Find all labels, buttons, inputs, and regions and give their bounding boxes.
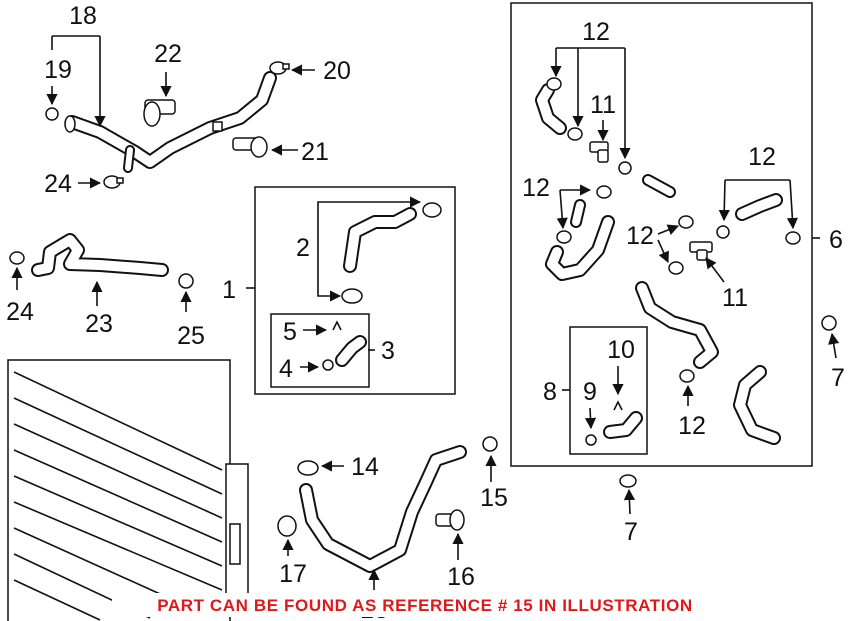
callout-7-bottom: 7 (624, 518, 638, 546)
caption-backdrop (112, 593, 738, 617)
callout-12-right: 12 (748, 143, 776, 171)
group-6-hoses (535, 83, 783, 445)
callout-20: 20 (323, 57, 351, 85)
callout-12-left: 12 (522, 174, 550, 202)
callout-14: 14 (351, 453, 379, 481)
sensor-21 (232, 136, 268, 158)
clamp-2-top (422, 202, 442, 218)
leader-lines (11, 35, 840, 590)
callout-24-left: 24 (6, 298, 34, 326)
reference-caption: PART CAN BE FOUND AS REFERENCE # 15 IN I… (157, 596, 693, 615)
pipe-13 (299, 445, 467, 573)
callout-24-top: 24 (44, 170, 72, 198)
callout-5: 5 (283, 318, 297, 346)
connector-3 (335, 335, 367, 367)
callout-numbers: 1 2 3 4 5 6 7 7 8 9 10 11 11 12 12 12 12… (6, 2, 845, 621)
callout-17: 17 (279, 560, 307, 588)
clip-10 (613, 400, 623, 411)
clamp-24-left (9, 251, 25, 265)
hose-2 (343, 207, 417, 273)
clamp-20 (269, 61, 290, 75)
callout-12-top: 12 (582, 18, 610, 46)
clamp-15 (482, 436, 498, 452)
hose-23 (31, 233, 169, 277)
callout-12-bottom: 12 (678, 412, 706, 440)
callout-25: 25 (177, 322, 205, 350)
callout-23: 23 (85, 310, 113, 338)
callout-1: 1 (222, 276, 236, 304)
callout-18: 18 (69, 2, 97, 30)
o-ring-4 (322, 359, 334, 371)
group-box-6 (510, 2, 813, 467)
callout-11-mid: 11 (722, 284, 748, 312)
callout-7-right: 7 (831, 364, 845, 392)
o-ring-19 (45, 107, 59, 121)
sensor-22 (143, 99, 176, 127)
group-box-1 (254, 186, 456, 395)
t-connector-11-mid (689, 241, 713, 261)
pipe-assembly-18 (64, 71, 277, 173)
clamp-14 (297, 460, 319, 476)
clamp-7-right (821, 315, 837, 331)
callout-15: 15 (480, 484, 508, 512)
clamps-12 (546, 77, 801, 383)
clamp-2-bottom (341, 288, 363, 304)
callout-9: 9 (583, 378, 597, 406)
callout-2: 2 (296, 234, 310, 262)
clip-5 (332, 320, 342, 331)
o-ring-9 (585, 434, 597, 446)
callout-10: 10 (607, 336, 635, 364)
plug-17 (277, 515, 297, 537)
connector-8 (603, 411, 643, 439)
clamp-24-top (103, 175, 124, 189)
callout-22: 22 (154, 40, 182, 68)
callout-12-center: 12 (626, 222, 654, 250)
t-connector-11-top (589, 141, 609, 163)
callout-4: 4 (279, 355, 293, 383)
callout-3: 3 (381, 337, 395, 365)
radiator (7, 359, 249, 621)
clamp-7-bottom (619, 474, 637, 488)
callout-16: 16 (447, 563, 475, 591)
sensor-16 (435, 509, 465, 531)
callout-8: 8 (543, 378, 557, 406)
callout-21: 21 (301, 138, 329, 166)
clamp-25 (178, 273, 194, 289)
callout-11-top: 11 (590, 91, 616, 119)
callout-6: 6 (829, 226, 843, 254)
callout-19: 19 (44, 56, 72, 84)
